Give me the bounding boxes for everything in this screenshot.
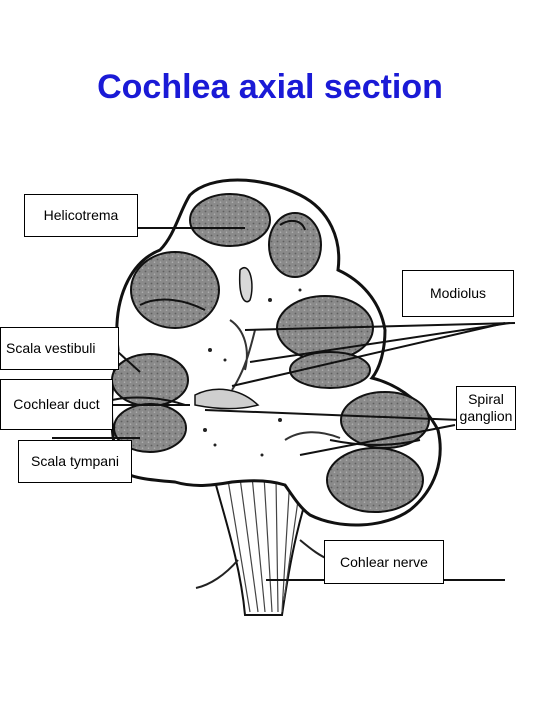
label-scala-vestibuli: Scala vestibuli bbox=[0, 327, 119, 370]
label-spiral-ganglion: Spiral ganglion bbox=[456, 386, 516, 430]
label-helicotrema: Helicotrema bbox=[24, 194, 138, 237]
label-scala-tympani: Scala tympani bbox=[18, 440, 132, 483]
label-cochlear-duct-text: Cochlear duct bbox=[13, 396, 100, 412]
apical-turn bbox=[189, 193, 322, 278]
middle-turn-right bbox=[276, 295, 374, 389]
label-modiolus: Modiolus bbox=[402, 270, 514, 317]
label-spiral-ganglion-line1: Spiral bbox=[468, 391, 504, 407]
label-spiral-ganglion-line2: ganglion bbox=[459, 408, 513, 424]
page-title: Cochlea axial section bbox=[97, 68, 443, 106]
middle-turn-left bbox=[130, 251, 220, 329]
label-cochlear-nerve: Cohlear nerve bbox=[324, 540, 444, 584]
modiolus-core bbox=[194, 267, 341, 457]
leader-lines bbox=[52, 227, 516, 581]
label-cochlear-duct: Cochlear duct bbox=[0, 379, 113, 430]
